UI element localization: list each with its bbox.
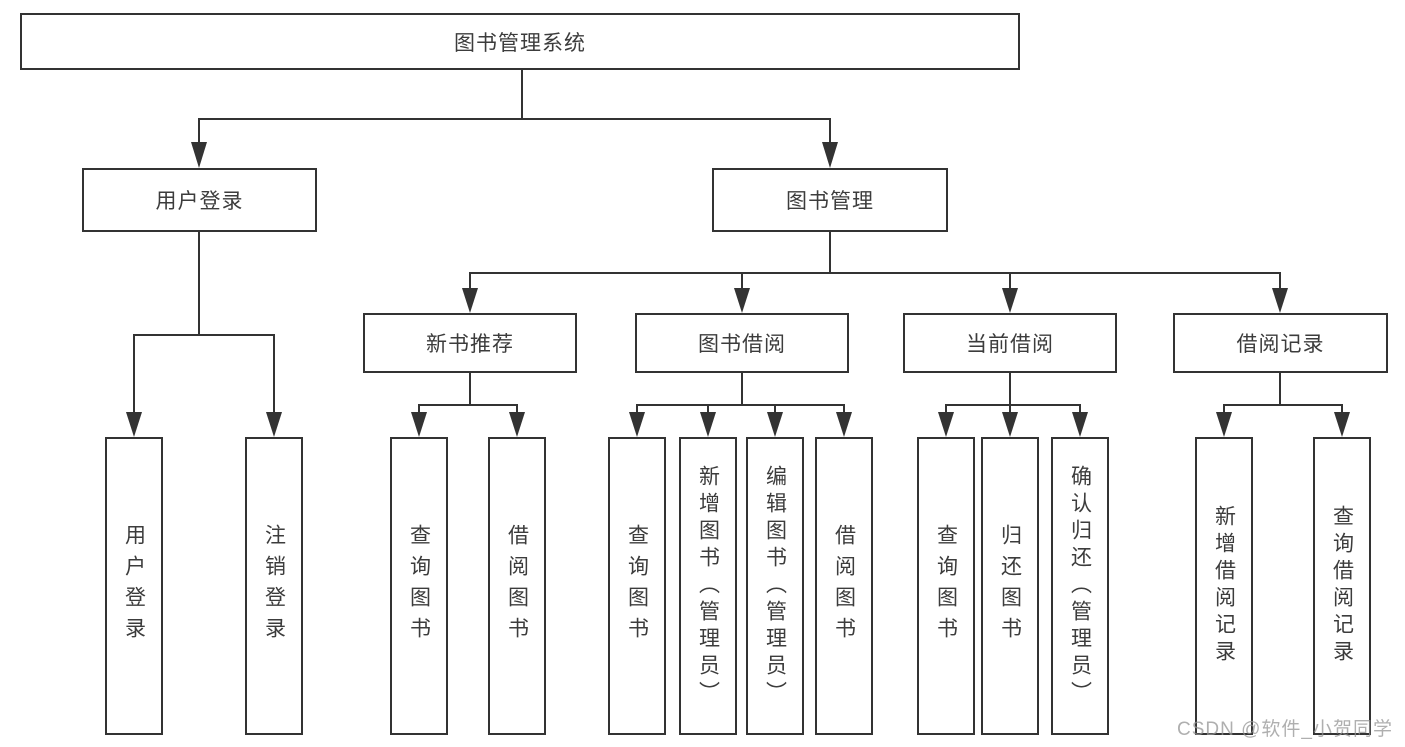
leaf-add-borrow-record: 新增借阅记录 xyxy=(1195,437,1253,735)
leaf-add-books-admin: 新增图书（管理员） xyxy=(679,437,737,735)
node-label: 新书推荐 xyxy=(426,333,514,356)
leaf-query-books-recommend: 查询图书 xyxy=(390,437,448,735)
node-label: 当前借阅 xyxy=(966,333,1054,356)
leaf-logout: 注销登录 xyxy=(245,437,303,735)
node-user-login: 用户登录 xyxy=(82,168,317,232)
leaf-query-books-borrow: 查询图书 xyxy=(608,437,666,735)
node-label: 注销登录 xyxy=(262,524,286,648)
node-label: 借阅图书 xyxy=(832,524,856,648)
node-label: 图书借阅 xyxy=(698,333,786,356)
node-label: 用户登录 xyxy=(155,190,244,213)
leaf-user-login: 用户登录 xyxy=(105,437,163,735)
node-label: 新增借阅记录 xyxy=(1212,505,1236,667)
leaf-query-books-current: 查询图书 xyxy=(917,437,975,735)
node-borrowing-records: 借阅记录 xyxy=(1173,313,1388,373)
node-label: 查询图书 xyxy=(934,524,958,648)
node-label: 归还图书 xyxy=(998,524,1022,648)
node-label: 编辑图书（管理员） xyxy=(763,464,787,708)
node-new-book-recommend: 新书推荐 xyxy=(363,313,577,373)
node-label: 图书管理系统 xyxy=(454,31,586,55)
node-book-borrowing: 图书借阅 xyxy=(635,313,849,373)
node-label: 图书管理 xyxy=(786,190,874,213)
node-root-library-system: 图书管理系统 xyxy=(20,13,1020,70)
leaf-edit-books-admin: 编辑图书（管理员） xyxy=(746,437,804,735)
leaf-query-borrow-record: 查询借阅记录 xyxy=(1313,437,1371,735)
csdn-watermark: CSDN @软件_小贺同学 xyxy=(1177,719,1393,740)
node-current-borrowing: 当前借阅 xyxy=(903,313,1117,373)
node-label: 借阅图书 xyxy=(505,524,529,648)
leaf-borrow-books: 借阅图书 xyxy=(815,437,873,735)
leaf-confirm-return-admin: 确认归还（管理员） xyxy=(1051,437,1109,735)
node-label: 查询图书 xyxy=(407,524,431,648)
node-label: 确认归还（管理员） xyxy=(1068,464,1092,708)
node-label: 查询图书 xyxy=(625,524,649,648)
node-label: 查询借阅记录 xyxy=(1330,505,1354,667)
node-label: 新增图书（管理员） xyxy=(696,464,720,708)
node-book-management: 图书管理 xyxy=(712,168,948,232)
leaf-borrow-books-recommend: 借阅图书 xyxy=(488,437,546,735)
node-label: 用户登录 xyxy=(122,524,146,648)
leaf-return-books: 归还图书 xyxy=(981,437,1039,735)
node-label: 借阅记录 xyxy=(1236,333,1325,356)
